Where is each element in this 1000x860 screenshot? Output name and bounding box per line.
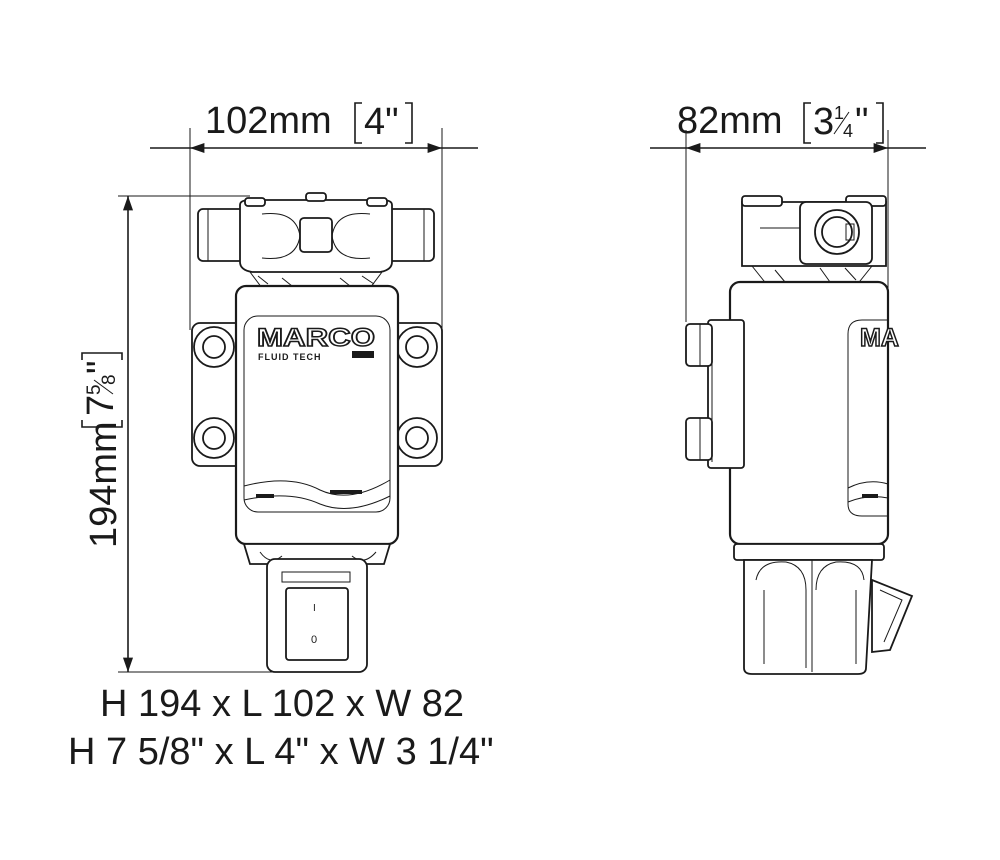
brand-logo: MARCO bbox=[257, 324, 375, 352]
front-width-dimension: 102mm 4" bbox=[150, 100, 478, 330]
brand-subtitle: FLUID TECH bbox=[258, 352, 322, 362]
front-pump-drawing: MARCO FLUID TECH I 0 bbox=[191, 192, 443, 673]
switch-housing: I 0 bbox=[242, 543, 392, 673]
side-label-panel bbox=[847, 319, 888, 517]
front-width-label: 102mm bbox=[205, 100, 332, 142]
side-width-label: 82mm bbox=[677, 100, 783, 142]
side-width-bracket-den: 4 bbox=[843, 121, 853, 141]
switch-on-mark: I bbox=[313, 603, 316, 614]
side-rocker-switch[interactable] bbox=[871, 578, 914, 654]
side-width-bracket-whole: 3 bbox=[813, 101, 834, 143]
side-pump-drawing: MA bbox=[685, 195, 914, 675]
side-switch-housing bbox=[733, 543, 914, 675]
inlet-port bbox=[197, 208, 245, 262]
front-height-bracket-den: 8 bbox=[99, 374, 120, 385]
front-height-bracket-num: 5 bbox=[84, 384, 105, 395]
label-mark-left bbox=[256, 494, 274, 498]
pump-head bbox=[197, 192, 435, 289]
label-mark-right bbox=[330, 490, 362, 494]
side-mounting-bracket bbox=[685, 319, 745, 469]
rocker-switch[interactable] bbox=[285, 587, 349, 661]
label-panel bbox=[243, 315, 391, 513]
front-height-bracket-quote: " bbox=[80, 361, 122, 375]
switch-off-mark: 0 bbox=[311, 634, 317, 646]
front-height-bracket-whole: 7 bbox=[80, 395, 122, 416]
label-wave-top bbox=[243, 479, 391, 496]
mount-hole-top-right bbox=[396, 326, 438, 368]
brand-underline bbox=[352, 351, 374, 358]
summary-metric: H 194 x L 102 x W 82 bbox=[100, 683, 464, 725]
summary-imperial: H 7 5/8" x L 4" x W 3 1/4" bbox=[68, 731, 494, 773]
side-width-bracket-quote: " bbox=[855, 101, 869, 143]
side-width-bracket-num: 1 bbox=[834, 103, 844, 123]
side-pump-head bbox=[741, 195, 887, 287]
side-motor-body bbox=[728, 280, 890, 546]
outlet-port bbox=[387, 208, 435, 262]
side-brand-logo: MA bbox=[860, 324, 899, 352]
mount-hole-top-left bbox=[193, 326, 235, 368]
mount-hole-bottom-right bbox=[396, 417, 438, 459]
side-width-dimension: 82mm 3 1 4 " bbox=[650, 100, 926, 322]
mount-hole-bottom-left bbox=[193, 417, 235, 459]
front-height-label: 194mm bbox=[83, 421, 125, 548]
front-height-dimension: 194mm 7 5 8 " bbox=[80, 195, 280, 673]
front-width-bracket-text: 4" bbox=[364, 101, 399, 143]
